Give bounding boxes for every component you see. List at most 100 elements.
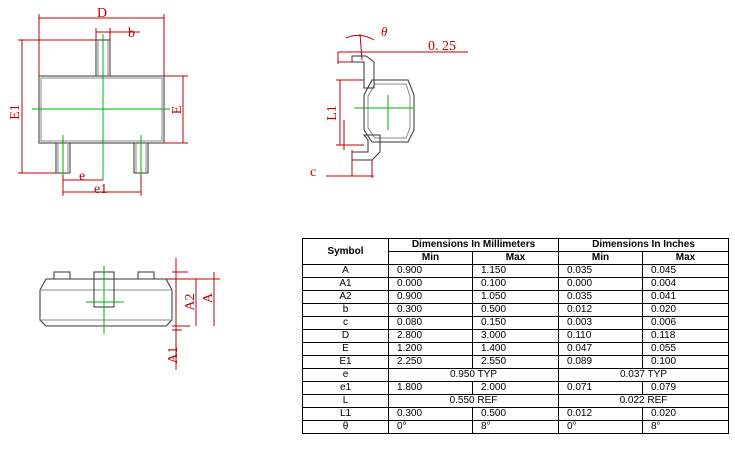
front-view [39, 271, 173, 327]
table-cell: 0.035 [558, 290, 643, 304]
inch-header: Dimensions In Inches [558, 238, 729, 252]
table-cell: 0° [558, 420, 643, 434]
table-cell: 0.020 [642, 303, 729, 317]
table-cell: 0.022 REF [558, 394, 729, 408]
label-a1: A1 [166, 346, 181, 363]
top-view-centerlines [32, 34, 170, 180]
table-cell: 0.100 [472, 277, 559, 291]
side-view-dimensions [326, 33, 468, 178]
label-l1: L1 [325, 105, 340, 121]
table-cell: 0.004 [642, 277, 729, 291]
table-cell: 0.037 TYP [558, 368, 729, 382]
table-cell: L [302, 394, 389, 408]
table-cell: 0.035 [558, 264, 643, 278]
table-cell: E [302, 342, 389, 356]
label-e: e [79, 169, 85, 184]
label-a: A [201, 292, 216, 303]
table-cell: 0.012 [558, 303, 643, 317]
table-cell: 0.055 [642, 342, 729, 356]
table-cell: 1.150 [472, 264, 559, 278]
table-cell: L1 [302, 407, 389, 421]
mm-max-header: Max [472, 251, 559, 265]
table-cell: 1.800 [388, 381, 473, 395]
table-cell: 8° [642, 420, 729, 434]
table-cell: 0.000 [388, 277, 473, 291]
in-min-header: Min [558, 251, 643, 265]
front-view-dimensions [166, 258, 220, 370]
table-cell: 0.089 [558, 355, 643, 369]
table-cell: 0.012 [558, 407, 643, 421]
dimensions-table: Symbol Dimensions In Millimeters Dimensi… [302, 238, 729, 434]
table-cell: e1 [302, 381, 389, 395]
table-cell: 3.000 [472, 329, 559, 343]
table-cell: 0.500 [472, 303, 559, 317]
table-cell: A1 [302, 277, 389, 291]
table-cell: 2.250 [388, 355, 473, 369]
table-cell: 0.900 [388, 290, 473, 304]
lower-lead [351, 134, 381, 161]
label-e1: e1 [94, 182, 107, 197]
label-e-side: E [170, 106, 185, 115]
label-theta: θ [381, 24, 388, 39]
table-cell: 0.550 REF [388, 394, 559, 408]
table-cell: 2.550 [472, 355, 559, 369]
label-d: D [97, 6, 107, 21]
table-cell: 0.100 [642, 355, 729, 369]
table-cell: 0.041 [642, 290, 729, 304]
top-view [38, 39, 165, 174]
table-cell: 0.110 [558, 329, 643, 343]
table-cell: 1.200 [388, 342, 473, 356]
table-cell: 8° [472, 420, 559, 434]
table-cell: 0.500 [472, 407, 559, 421]
table-cell: 2.800 [388, 329, 473, 343]
mm-min-header: Min [388, 251, 473, 265]
table-cell: 0.045 [642, 264, 729, 278]
table-cell: A2 [302, 290, 389, 304]
table-cell: 1.400 [472, 342, 559, 356]
in-max-header: Max [642, 251, 729, 265]
label-a2: A2 [183, 293, 198, 310]
front-view-body [39, 278, 173, 327]
symbol-header: Symbol [302, 238, 389, 265]
table-cell: 0.080 [388, 316, 473, 330]
table-cell: 0.071 [558, 381, 643, 395]
label-c: c [310, 165, 316, 180]
table-cell: 0.047 [558, 342, 643, 356]
table-cell: 2.000 [472, 381, 559, 395]
table-cell: D [302, 329, 389, 343]
label-gauge: 0. 25 [428, 39, 456, 54]
table-cell: 0.150 [472, 316, 559, 330]
table-cell: θ [302, 420, 389, 434]
table-cell: 0.118 [642, 329, 729, 343]
table-cell: 0.006 [642, 316, 729, 330]
table-cell: 0.020 [642, 407, 729, 421]
table-cell: E1 [302, 355, 389, 369]
table-cell: 0.900 [388, 264, 473, 278]
table-cell: 1.050 [472, 290, 559, 304]
table-cell: 0.950 TYP [388, 368, 559, 382]
top-view-dimensions [18, 14, 188, 196]
table-cell: c [302, 316, 389, 330]
upper-lead [351, 55, 375, 89]
side-view-body [363, 79, 415, 143]
label-b: b [128, 26, 135, 41]
table-cell: 0.079 [642, 381, 729, 395]
table-cell: 0.300 [388, 303, 473, 317]
mm-header: Dimensions In Millimeters [388, 238, 559, 252]
table-cell: 0.000 [558, 277, 643, 291]
table-cell: e [302, 368, 389, 382]
